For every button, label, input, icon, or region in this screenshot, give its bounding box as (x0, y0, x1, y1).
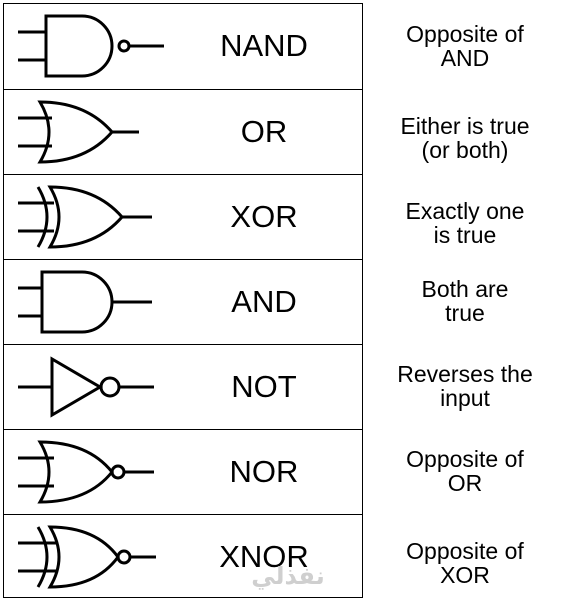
gate-row-or: OR (4, 89, 362, 174)
gate-description-nand: Opposite of AND (370, 22, 560, 70)
gate-name: XNOR (219, 539, 309, 574)
desc-line: is true (433, 222, 497, 248)
desc-line: input (440, 385, 490, 411)
desc-line: Exactly one (405, 198, 525, 224)
xnor-gate-icon (18, 525, 156, 589)
gate-description-or: Either is true (or both) (370, 114, 560, 162)
gate-row-and: AND (4, 259, 362, 344)
gate-description-xor: Exactly one is true (370, 199, 560, 247)
desc-line: Opposite of (406, 446, 524, 472)
nor-gate-icon (18, 440, 154, 504)
gate-name: OR (240, 114, 288, 149)
desc-line: Either is true (400, 113, 530, 139)
desc-line: XOR (440, 562, 490, 588)
not-gate-icon (18, 356, 154, 418)
gate-name: NOT (231, 369, 297, 404)
desc-line: Both are (421, 276, 509, 302)
desc-line: true (445, 300, 485, 326)
gate-name: NOR (229, 454, 299, 489)
and-gate-icon (18, 270, 152, 334)
desc-line: Opposite of (406, 538, 524, 564)
gate-description-nor: Opposite of OR (370, 447, 560, 495)
gate-name: XOR (230, 199, 298, 234)
nand-gate-icon (18, 14, 164, 78)
desc-line: (or both) (421, 137, 509, 163)
gate-row-not: NOT (4, 344, 362, 429)
desc-line: Reverses the (397, 361, 533, 387)
gate-description-and: Both are true (370, 277, 560, 325)
gate-table: NAND OR XOR (3, 3, 363, 598)
gate-row-xor: XOR (4, 174, 362, 259)
gate-row-nor: NOR (4, 429, 362, 514)
or-gate-icon (18, 100, 139, 164)
desc-line: AND (440, 45, 490, 71)
gate-name: NAND (220, 28, 308, 63)
xor-gate-icon (18, 185, 152, 249)
gate-row-nand: NAND (4, 4, 362, 89)
desc-line: Opposite of (406, 21, 524, 47)
gate-description-xnor: Opposite of XOR (370, 539, 560, 587)
gate-description-not: Reverses the input (370, 362, 560, 410)
gate-name: AND (231, 284, 297, 319)
desc-line: OR (447, 470, 483, 496)
watermark: نفذلي (251, 563, 325, 590)
gate-row-xnor: XNOR (4, 514, 362, 597)
